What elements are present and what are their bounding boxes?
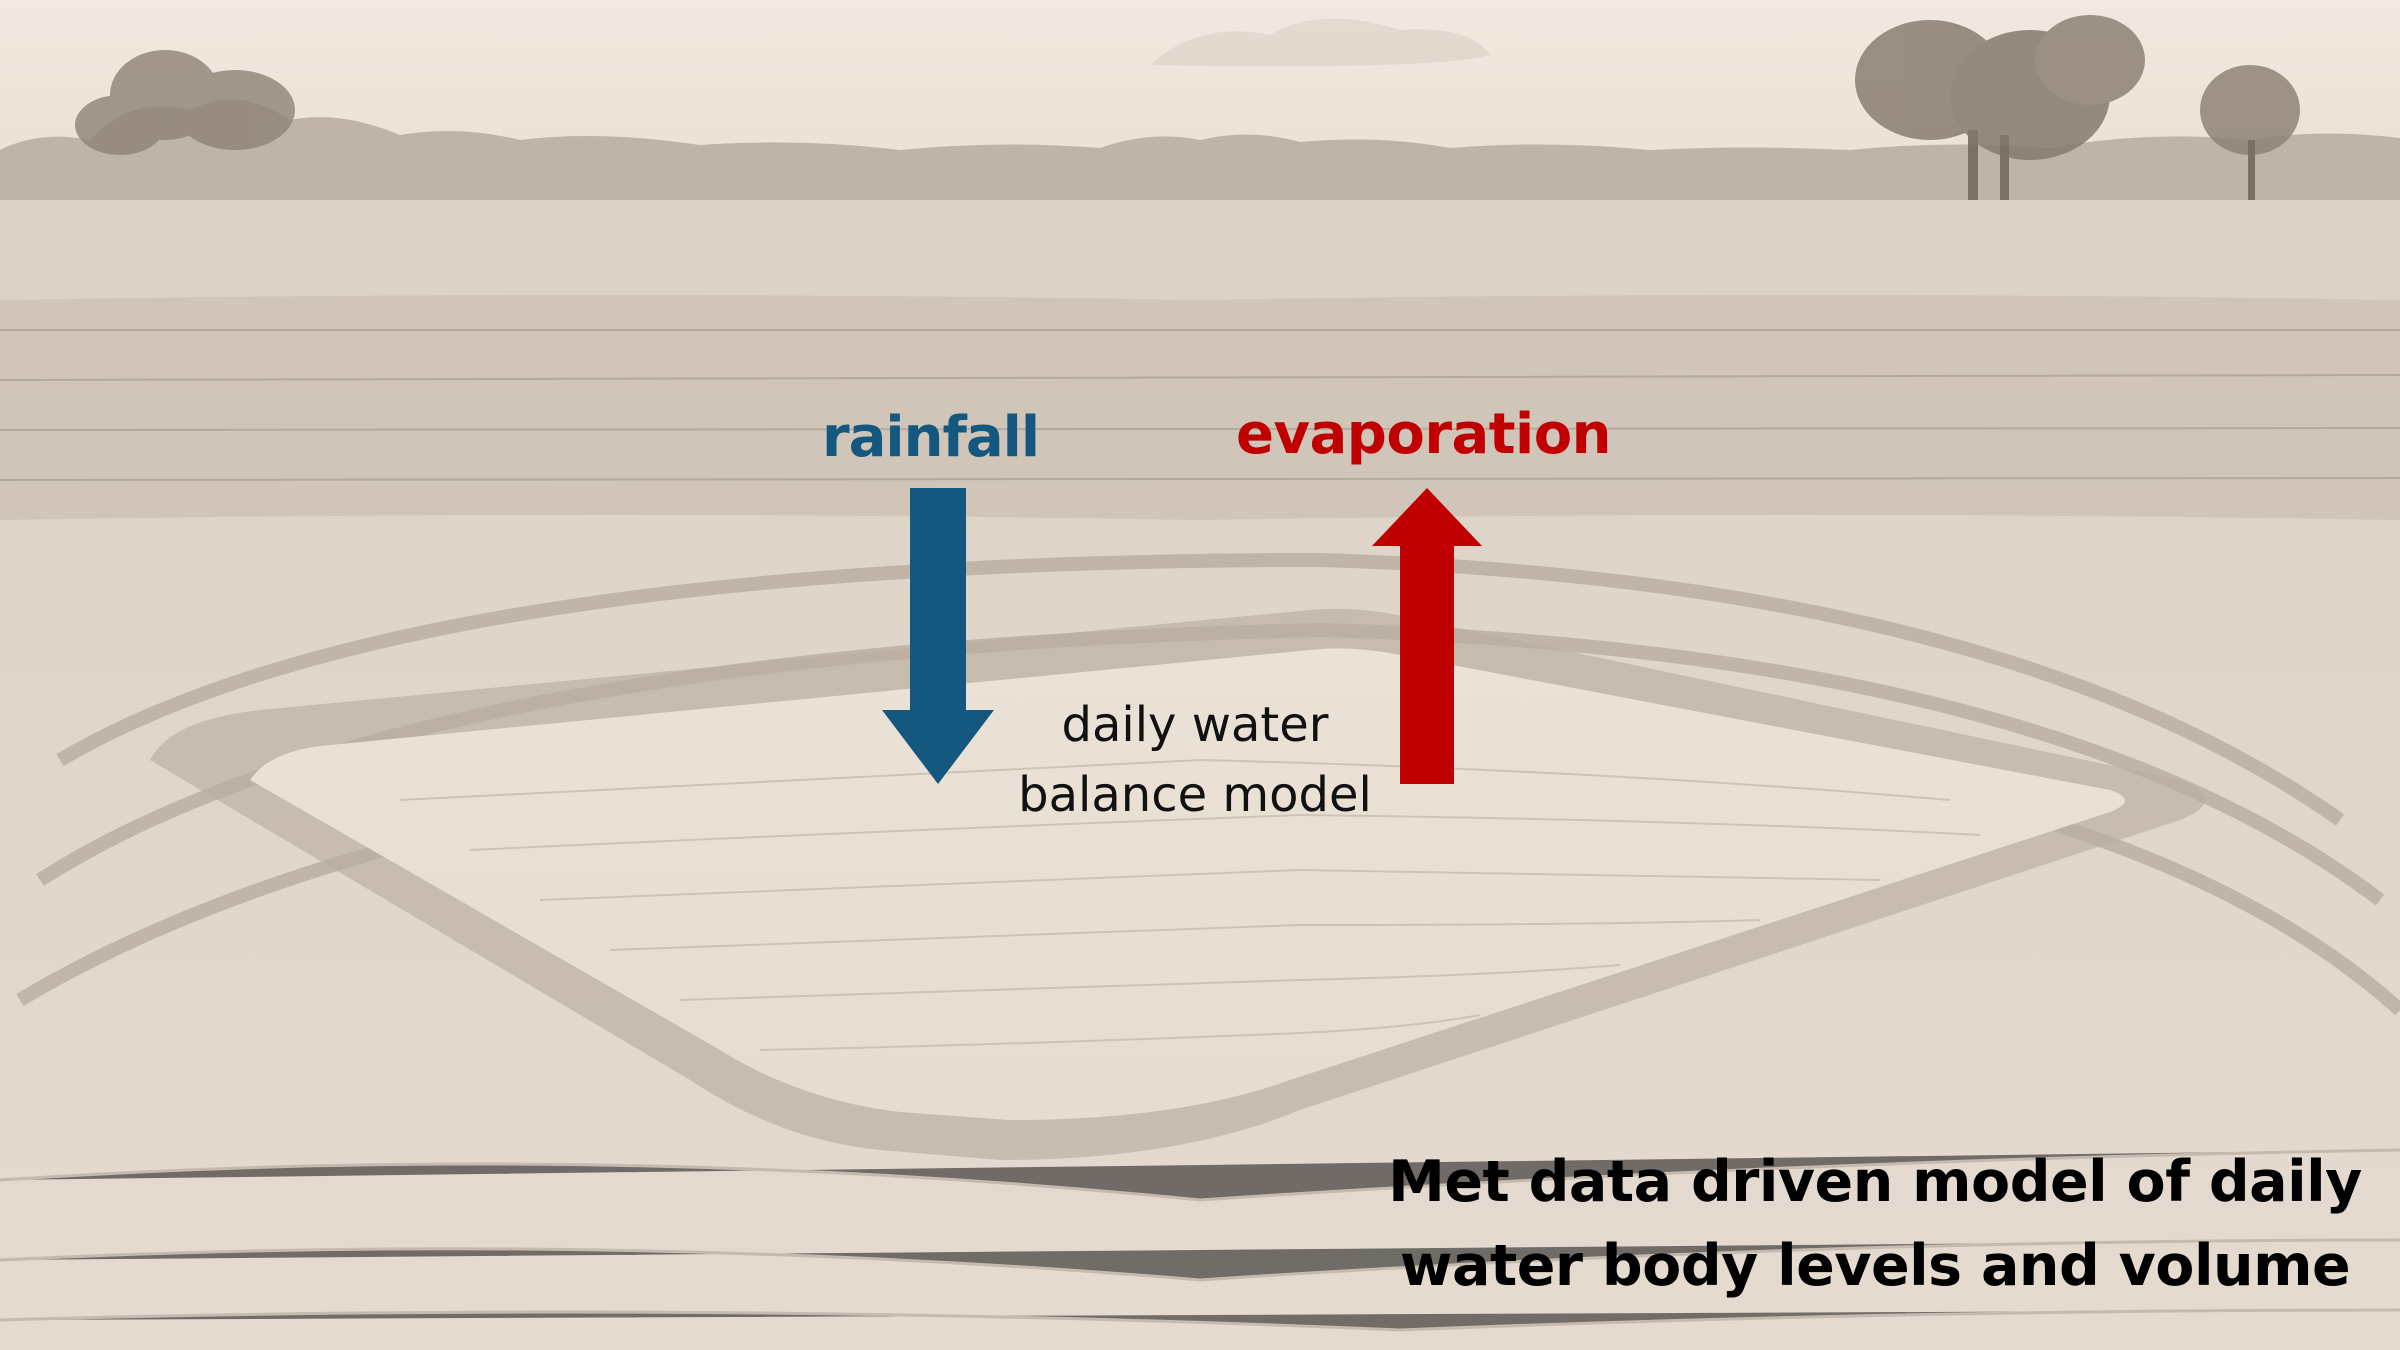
crop-strokes [0, 329, 2400, 481]
crop-band [0, 295, 2400, 520]
caption-line1: Met data driven model of daily [1388, 1149, 2362, 1215]
pond-water [250, 648, 2125, 1120]
arrow-up-icon [1372, 488, 1482, 784]
left-trees [75, 50, 295, 155]
evaporation-label: evaporation [1236, 402, 1612, 467]
rainfall-label: rainfall [822, 405, 1040, 470]
arrow-down-icon [882, 488, 994, 784]
distant-treeline [0, 99, 2400, 210]
water-ripples [399, 758, 1981, 1051]
caption: Met data driven model of daily water bod… [1370, 1140, 2380, 1308]
model-label-line2: balance model [1018, 767, 1372, 823]
right-trees [1855, 15, 2300, 250]
caption-line2: water body levels and volume [1399, 1233, 2351, 1299]
model-label-line1: daily water [1061, 697, 1329, 753]
cloud [1150, 18, 1490, 67]
model-label: daily water balance model [1000, 690, 1390, 830]
foreground-grass [0, 1148, 2400, 1332]
